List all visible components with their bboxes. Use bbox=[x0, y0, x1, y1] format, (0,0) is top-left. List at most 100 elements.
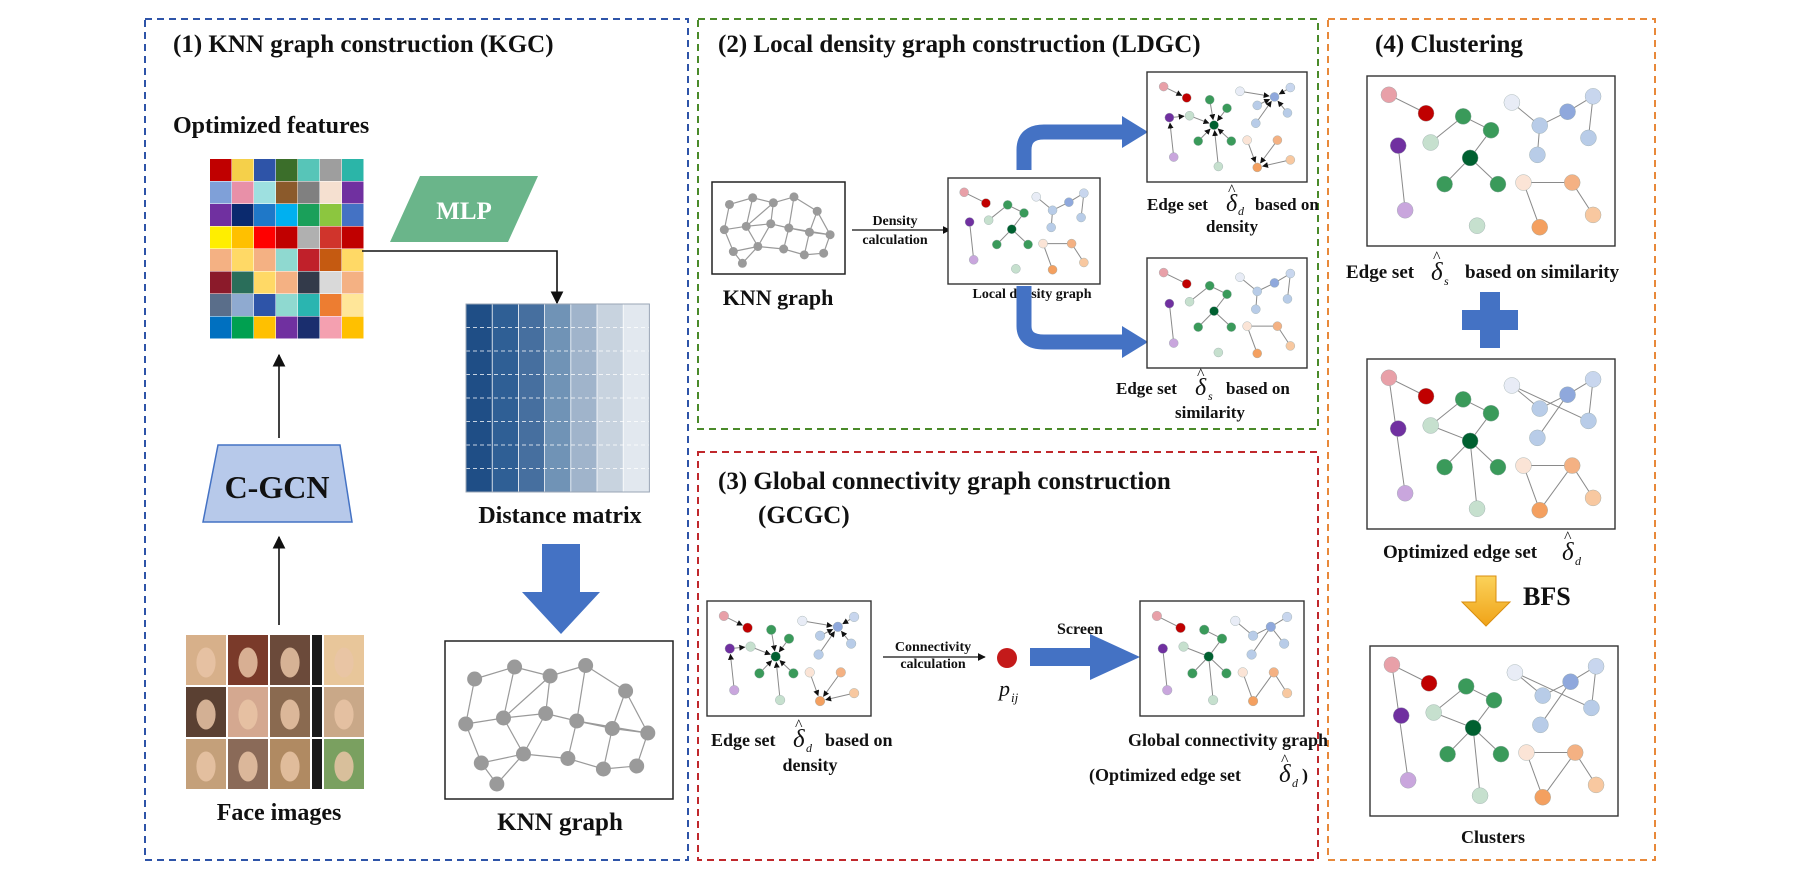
graph-edge bbox=[1472, 727, 1481, 796]
graph-node bbox=[1282, 294, 1293, 304]
delta-s-symbol: δ ^ s bbox=[1431, 249, 1449, 288]
graph-node bbox=[1205, 281, 1215, 291]
distance-cell bbox=[492, 327, 519, 351]
global-connectivity-graph bbox=[1139, 600, 1305, 717]
graph-node bbox=[1002, 200, 1013, 210]
graph-node bbox=[770, 651, 781, 662]
graph-node bbox=[766, 624, 777, 635]
kgc-knn-graph-box bbox=[444, 640, 674, 800]
feature-cell bbox=[298, 249, 320, 271]
graph-node bbox=[1396, 485, 1414, 502]
graph-node bbox=[1199, 624, 1210, 635]
distance-cell bbox=[544, 304, 571, 328]
face-images-label: Face images bbox=[217, 800, 342, 826]
distance-cell bbox=[518, 327, 545, 351]
bfs-arrow bbox=[1460, 575, 1512, 627]
graph-node bbox=[724, 199, 734, 209]
graph-node bbox=[1019, 208, 1029, 218]
feature-cell bbox=[342, 271, 364, 294]
graph-node bbox=[1252, 100, 1262, 111]
graph-node bbox=[1038, 238, 1048, 249]
graph-node bbox=[1162, 685, 1173, 696]
graph-node bbox=[1399, 772, 1417, 789]
graph-frame bbox=[1369, 645, 1619, 817]
bfs-label: BFS bbox=[1523, 582, 1571, 611]
graph-node bbox=[1584, 371, 1602, 388]
graph-node bbox=[1252, 162, 1262, 173]
graph-node bbox=[1282, 108, 1293, 118]
feature-cell bbox=[254, 181, 276, 204]
graph-edge bbox=[1397, 145, 1406, 211]
face-shape bbox=[238, 647, 258, 678]
graph-node bbox=[992, 239, 1002, 250]
graph-node bbox=[1158, 81, 1169, 92]
distance-matrix-frame bbox=[465, 303, 650, 493]
edge-set-d-suffix: based on bbox=[1255, 195, 1319, 214]
graph-node bbox=[578, 658, 594, 673]
graph-node bbox=[1587, 776, 1605, 794]
delta-d-symbol: δ ^ d bbox=[1226, 182, 1245, 218]
delta-glyph: δ bbox=[1562, 539, 1574, 566]
graph-node bbox=[1532, 716, 1549, 734]
graph-node bbox=[742, 622, 753, 633]
face-shape bbox=[196, 647, 216, 678]
graph-node bbox=[1425, 704, 1442, 721]
graph-node bbox=[1184, 297, 1195, 307]
feature-cell bbox=[298, 226, 320, 249]
distance-cell bbox=[544, 421, 571, 445]
feature-cell bbox=[232, 204, 254, 226]
delta-s-symbol: δ ^ s bbox=[1195, 366, 1213, 403]
distance-matrix bbox=[465, 303, 650, 493]
distance-cell bbox=[597, 374, 624, 398]
hat-glyph: ^ bbox=[1564, 529, 1572, 546]
graph-node bbox=[473, 755, 489, 771]
gcgc-density-edge-label: Edge set δ ^ d based on density bbox=[711, 717, 893, 775]
graph-node bbox=[1389, 420, 1407, 437]
distance-cell bbox=[623, 468, 650, 492]
feature-cell bbox=[298, 181, 320, 204]
distance-to-knn-arrow bbox=[522, 544, 600, 634]
graph-node bbox=[1529, 146, 1546, 164]
hat-glyph: ^ bbox=[1228, 182, 1236, 199]
graph-edge bbox=[1262, 159, 1291, 168]
feature-cell bbox=[342, 159, 364, 181]
graph-node bbox=[1485, 692, 1503, 709]
delta-glyph: δ bbox=[1195, 375, 1207, 401]
distance-cell bbox=[466, 327, 493, 351]
distance-cell bbox=[623, 445, 650, 469]
graph-node bbox=[1252, 348, 1262, 359]
feature-cell bbox=[342, 226, 364, 249]
graph-node bbox=[1454, 391, 1472, 408]
gcgc-title-line1: (3) Global connectivity graph constructi… bbox=[718, 468, 1171, 495]
graph-node bbox=[1534, 789, 1551, 806]
graph-node bbox=[640, 725, 656, 741]
feature-cell bbox=[232, 181, 254, 204]
graph-edge bbox=[1539, 681, 1571, 726]
graph-node bbox=[1184, 111, 1195, 121]
clustering-similarity-graph bbox=[1366, 75, 1616, 247]
distance-cell bbox=[544, 327, 571, 351]
graph-node bbox=[1489, 458, 1507, 476]
graph-node bbox=[1392, 707, 1410, 724]
distance-cell bbox=[623, 374, 650, 398]
graph-node bbox=[981, 198, 991, 208]
feature-cell bbox=[298, 271, 320, 294]
graph-node bbox=[1380, 86, 1398, 103]
cl-edge-set-prefix: Edge set bbox=[1346, 262, 1415, 283]
feature-cell bbox=[210, 316, 232, 339]
graph-node bbox=[784, 633, 795, 644]
graph-node bbox=[835, 667, 846, 678]
distance-cell bbox=[544, 374, 571, 398]
graph-edge bbox=[1252, 672, 1275, 702]
feature-cell bbox=[298, 294, 320, 316]
cl-edge-set-suffix: based on similarity bbox=[1465, 262, 1620, 283]
graph-edge bbox=[728, 653, 735, 691]
graph-edge bbox=[1167, 122, 1175, 158]
distance-cell bbox=[492, 468, 519, 492]
graph-edge bbox=[503, 675, 551, 719]
graph-node bbox=[1461, 432, 1479, 450]
feature-cell bbox=[276, 294, 298, 316]
graph-node bbox=[1563, 457, 1581, 474]
graph-node bbox=[846, 638, 857, 649]
cgcn-label: C-GCN bbox=[225, 469, 330, 505]
